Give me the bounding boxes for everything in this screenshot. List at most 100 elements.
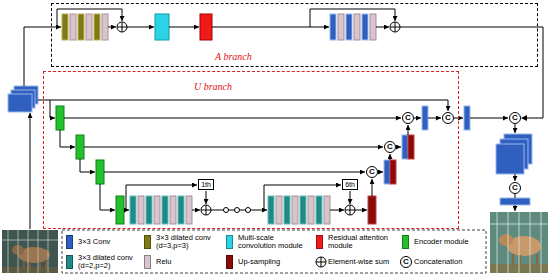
wire — [350, 191, 351, 204]
sum-circle — [201, 205, 211, 215]
wire — [396, 147, 401, 148]
concat-letter: C — [405, 114, 411, 122]
concat-circle: C — [384, 141, 396, 153]
legend-swatch — [144, 235, 151, 249]
feature-map — [8, 94, 32, 112]
concat-letter: C — [398, 258, 414, 266]
legend-swatch — [66, 235, 73, 249]
dilated-conv-slab — [94, 14, 100, 40]
stage-number: 6th — [345, 180, 355, 189]
wire — [408, 125, 409, 135]
legend-text: Element-wise sum — [328, 258, 398, 266]
ellipsis-dot — [235, 208, 240, 213]
legend-item: 3×3 Conv — [78, 238, 140, 246]
residual-attention-module — [200, 14, 212, 40]
legend-text: Up-sampling — [238, 258, 312, 266]
relu-slab — [186, 196, 192, 224]
arrowhead — [521, 115, 527, 121]
wire — [428, 118, 441, 119]
sum-circle — [117, 22, 127, 32]
dilated-conv-slab — [130, 196, 136, 224]
wire — [57, 9, 122, 27]
branch-name: A branch — [215, 51, 252, 63]
photo-ground — [490, 212, 548, 273]
animal-legs — [24, 261, 46, 271]
concat-circle: C — [442, 112, 454, 124]
fence — [490, 212, 548, 273]
sum-circle — [345, 205, 355, 215]
legend-item: Up-sampling — [238, 258, 312, 266]
legend-text: 3×3 Conv — [78, 238, 140, 246]
stage-label-box: 1th — [198, 179, 214, 190]
legend-item: Encoder module — [414, 238, 484, 246]
sum-symbol — [201, 205, 211, 215]
branch-region: A branch — [52, 4, 537, 66]
wire — [378, 172, 383, 173]
wire — [372, 179, 373, 196]
concat-circle: C — [402, 112, 414, 124]
photo-ground — [2, 230, 58, 273]
wire — [108, 27, 116, 28]
legend-item: 3×3 dilated conv (d=2,p=2) — [78, 254, 140, 271]
wire — [100, 184, 115, 210]
encoder-module — [96, 160, 104, 184]
wire — [454, 118, 463, 119]
legend-swatch — [144, 255, 151, 269]
legend-swatch — [402, 235, 409, 249]
multi-scale-module — [155, 14, 169, 40]
concat-circle: C — [366, 166, 378, 178]
dilated-conv-slab — [178, 196, 184, 224]
wire — [84, 147, 383, 148]
stage-label-box: 6th — [342, 179, 358, 190]
wire — [50, 100, 55, 118]
legend-text: 3×3 dilated conv (d=3,p=3) — [156, 234, 222, 251]
legend-swatch — [226, 235, 233, 249]
branch-region: U branchC C C C 1th 6th — [44, 72, 458, 228]
sum-cross — [316, 257, 326, 267]
wire — [24, 27, 61, 86]
concat-letter: C — [512, 114, 518, 122]
sum-cross — [117, 22, 127, 32]
dilated-conv-slab — [78, 14, 84, 40]
concat-circle: C — [509, 182, 521, 194]
legend-item: Concatenation — [414, 258, 484, 266]
relu-slab — [324, 196, 330, 224]
relu-slab — [170, 196, 176, 224]
relu-slab — [70, 14, 76, 40]
sum-symbol — [390, 22, 400, 32]
wire — [390, 154, 391, 160]
sum-cross — [390, 22, 400, 32]
dilated-conv-slab — [268, 196, 274, 224]
branch-name: U branch — [194, 81, 232, 93]
input-photo — [2, 230, 58, 273]
sum-circle — [390, 22, 400, 32]
animal-legs — [513, 254, 537, 267]
legend-item: Multi-scale convolution module — [238, 234, 312, 251]
fence — [2, 230, 58, 273]
sum-cross — [201, 205, 211, 215]
wire — [355, 210, 367, 211]
wire — [264, 185, 341, 210]
relu-slab — [138, 196, 144, 224]
legend-text: Encoder module — [414, 238, 484, 246]
output-photo — [490, 212, 548, 273]
relu-slab — [276, 196, 282, 224]
wire — [515, 194, 516, 198]
legend-item: Relu — [156, 258, 222, 266]
ellipsis-dot — [224, 208, 229, 213]
sum-circle — [316, 257, 326, 267]
relu-slab — [370, 14, 376, 40]
wire — [30, 113, 31, 229]
wire — [60, 130, 75, 147]
dilated-conv-slab — [146, 196, 152, 224]
legend-frame — [62, 230, 486, 273]
stage-number: 1th — [201, 180, 211, 189]
upsampling-block — [368, 196, 376, 224]
connector — [521, 27, 543, 121]
conv-slab — [422, 106, 428, 130]
sum-symbol — [345, 205, 355, 215]
encoder-module — [116, 196, 124, 224]
wire — [80, 159, 95, 172]
